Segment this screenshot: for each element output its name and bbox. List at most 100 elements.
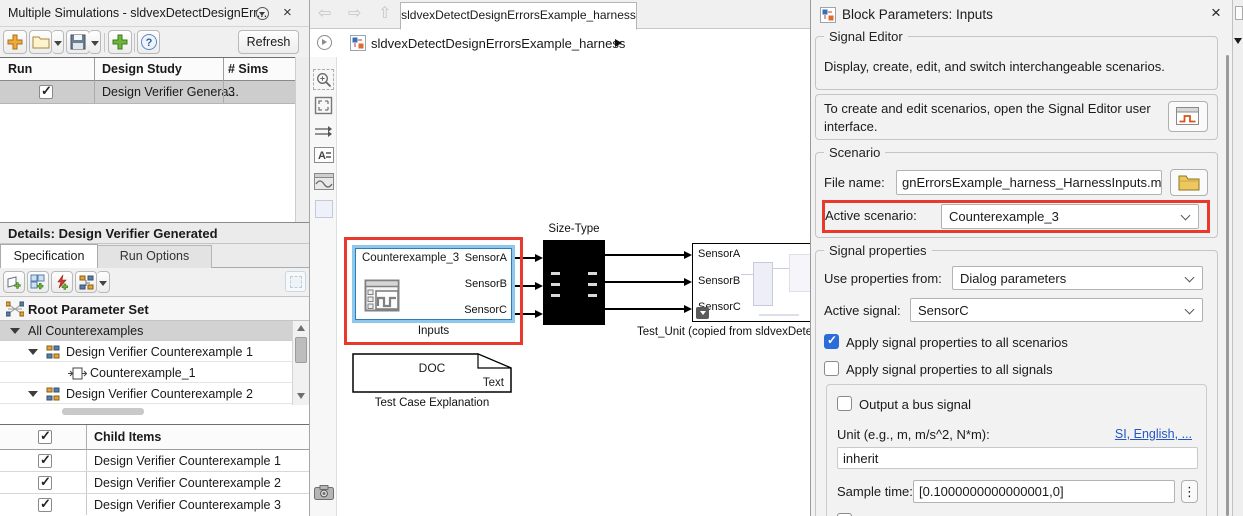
refresh-button[interactable]: Refresh: [238, 30, 299, 54]
dialog-scrollbar[interactable]: [1226, 55, 1229, 516]
area-annotation-button[interactable]: [315, 200, 333, 218]
help-button[interactable]: ?: [137, 30, 160, 54]
hide-explorer-icon[interactable]: [317, 35, 332, 50]
tree-view-dropdown[interactable]: [97, 271, 110, 293]
tree-hscrollbar[interactable]: [0, 407, 292, 417]
unit-help-link[interactable]: SI, English, ...: [1114, 427, 1192, 441]
annotation-button[interactable]: A: [314, 146, 334, 164]
signal-editor-launch-icon: [1176, 107, 1199, 125]
tab-specification[interactable]: Specification: [0, 244, 98, 268]
matrix-view-button[interactable]: [285, 271, 306, 292]
child-item-row[interactable]: Design Verifier Counterexample 1: [0, 450, 309, 472]
expander-icon[interactable]: [28, 391, 38, 397]
screenshot-button[interactable]: [314, 485, 334, 500]
close-icon[interactable]: ×: [1211, 3, 1221, 22]
nav-back-icon[interactable]: ⇦: [318, 3, 332, 22]
run-checkbox[interactable]: [39, 83, 53, 99]
save-dropdown[interactable]: [89, 30, 101, 54]
root-parameter-set-row[interactable]: Root Parameter Set: [0, 296, 309, 321]
interpolate-checkbox[interactable]: [837, 513, 852, 516]
expander-icon[interactable]: [28, 349, 38, 355]
breadcrumb[interactable]: sldvexDetectDesignErrorsExample_harness: [371, 36, 626, 51]
active-scenario-select[interactable]: Counterexample_3: [941, 204, 1199, 229]
active-scenario-label: Active scenario:: [825, 208, 917, 223]
tree-item-counterexample-1[interactable]: Counterexample_1: [0, 363, 292, 383]
signal-wire: [512, 285, 536, 287]
apply-all-signals-checkbox[interactable]: [824, 361, 839, 376]
block-plus-icon: [7, 276, 21, 289]
use-properties-select[interactable]: Dialog parameters: [952, 266, 1203, 290]
tree-view-icon: [79, 275, 94, 290]
details-header: Details: Design Verifier Generated: [0, 222, 309, 244]
active-signal-select[interactable]: SensorC: [910, 298, 1203, 322]
tab-run-options[interactable]: Run Options: [98, 245, 212, 268]
sims-table-header: Run Design Study # Sims: [0, 57, 295, 81]
test-unit-block[interactable]: SensorA SensorB SensorC: [692, 243, 810, 322]
tree-item-label: Design Verifier Counterexample 2: [66, 387, 253, 401]
harness-badge-icon[interactable]: [696, 307, 709, 319]
tree-scrollbar[interactable]: [292, 321, 309, 405]
input-port-label: SensorA: [698, 248, 741, 260]
add-signal-parameter-button[interactable]: [51, 271, 73, 293]
sample-time-field[interactable]: [0.1000000000000001,0]: [913, 480, 1175, 503]
new-design-study-button[interactable]: [3, 30, 27, 54]
inputs-scenario-label: Counterexample_3: [362, 252, 460, 264]
panel-menu-icon[interactable]: [256, 7, 269, 20]
child-item-checkbox[interactable]: [38, 474, 52, 490]
docked-panel-icon[interactable]: [1235, 6, 1243, 20]
zoom-tool-button[interactable]: [313, 69, 334, 90]
apply-all-scenarios-checkbox[interactable]: [824, 333, 839, 349]
child-item-checkbox[interactable]: [38, 452, 52, 468]
details-toolbar: [0, 268, 309, 296]
open-button[interactable]: [29, 30, 52, 54]
add-simulation-button[interactable]: [108, 30, 132, 54]
add-block-parameter-button[interactable]: [3, 271, 25, 293]
annotation-icon: A: [314, 147, 334, 163]
wire-arrow-icon: [535, 282, 543, 290]
child-item-checkbox[interactable]: [38, 496, 52, 512]
inputs-block[interactable]: Counterexample_3 SensorA SensorB SensorC: [355, 248, 512, 320]
nav-up-icon[interactable]: ⇧: [378, 3, 392, 22]
child-item-row[interactable]: Design Verifier Counterexample 3: [0, 494, 309, 516]
hscrollbar-thumb[interactable]: [62, 408, 144, 415]
launch-signal-editor-button[interactable]: [1168, 101, 1208, 132]
save-button[interactable]: [66, 30, 90, 54]
browse-file-button[interactable]: [1170, 169, 1208, 196]
sims-table-row[interactable]: Design Verifier Genera... 3: [0, 81, 295, 104]
simulink-model-icon: [350, 35, 366, 51]
unit-field[interactable]: inherit: [837, 447, 1198, 469]
sample-time-menu-button[interactable]: ⋮: [1181, 480, 1198, 503]
open-dropdown[interactable]: [52, 30, 64, 54]
child-items-header: Child Items: [0, 424, 309, 450]
wire-arrow-icon: [684, 251, 692, 259]
size-type-block[interactable]: [543, 240, 605, 325]
simulink-block-icon: [820, 7, 836, 23]
fit-to-view-button[interactable]: [314, 96, 333, 115]
subsystem-preview: [789, 254, 810, 292]
output-bus-checkbox[interactable]: [837, 396, 852, 411]
nav-forward-icon[interactable]: ⇨: [348, 3, 362, 22]
add-table-parameter-button[interactable]: [27, 271, 49, 293]
scroll-up-icon[interactable]: [297, 325, 305, 331]
doc-block[interactable]: DOC Text: [352, 353, 512, 393]
scrollbar-thumb[interactable]: [295, 337, 307, 363]
tree-view-button[interactable]: [75, 271, 97, 293]
close-icon[interactable]: ×: [283, 4, 292, 21]
signal-routing-button[interactable]: [314, 125, 333, 139]
collapse-arrow-icon[interactable]: [1234, 38, 1242, 44]
tree-item-counterexample-group-2[interactable]: Design Verifier Counterexample 2: [0, 384, 292, 404]
child-item-row[interactable]: Design Verifier Counterexample 2: [0, 472, 309, 494]
expander-icon[interactable]: [10, 328, 20, 334]
model-canvas[interactable]: Counterexample_3 SensorA SensorB SensorC…: [337, 57, 810, 516]
scroll-down-icon[interactable]: [297, 393, 305, 399]
tree-item-counterexample-group-1[interactable]: Design Verifier Counterexample 1: [0, 342, 292, 362]
fit-to-view-icon: [314, 96, 333, 115]
model-tab[interactable]: sldvexDetectDesignErrorsExample_harness: [400, 2, 637, 30]
tree-item-all-counterexamples[interactable]: All Counterexamples: [0, 321, 292, 341]
panel-title: Multiple Simulations - sldvexDetectDesig…: [8, 6, 268, 20]
child-items-header-checkbox[interactable]: [38, 428, 52, 444]
svg-text:A: A: [318, 150, 326, 162]
file-name-field[interactable]: gnErrorsExample_harness_HarnessInputs.ma…: [896, 170, 1162, 195]
image-annotation-button[interactable]: [314, 173, 334, 190]
multiple-simulations-panel: Multiple Simulations - sldvexDetectDesig…: [0, 0, 310, 516]
